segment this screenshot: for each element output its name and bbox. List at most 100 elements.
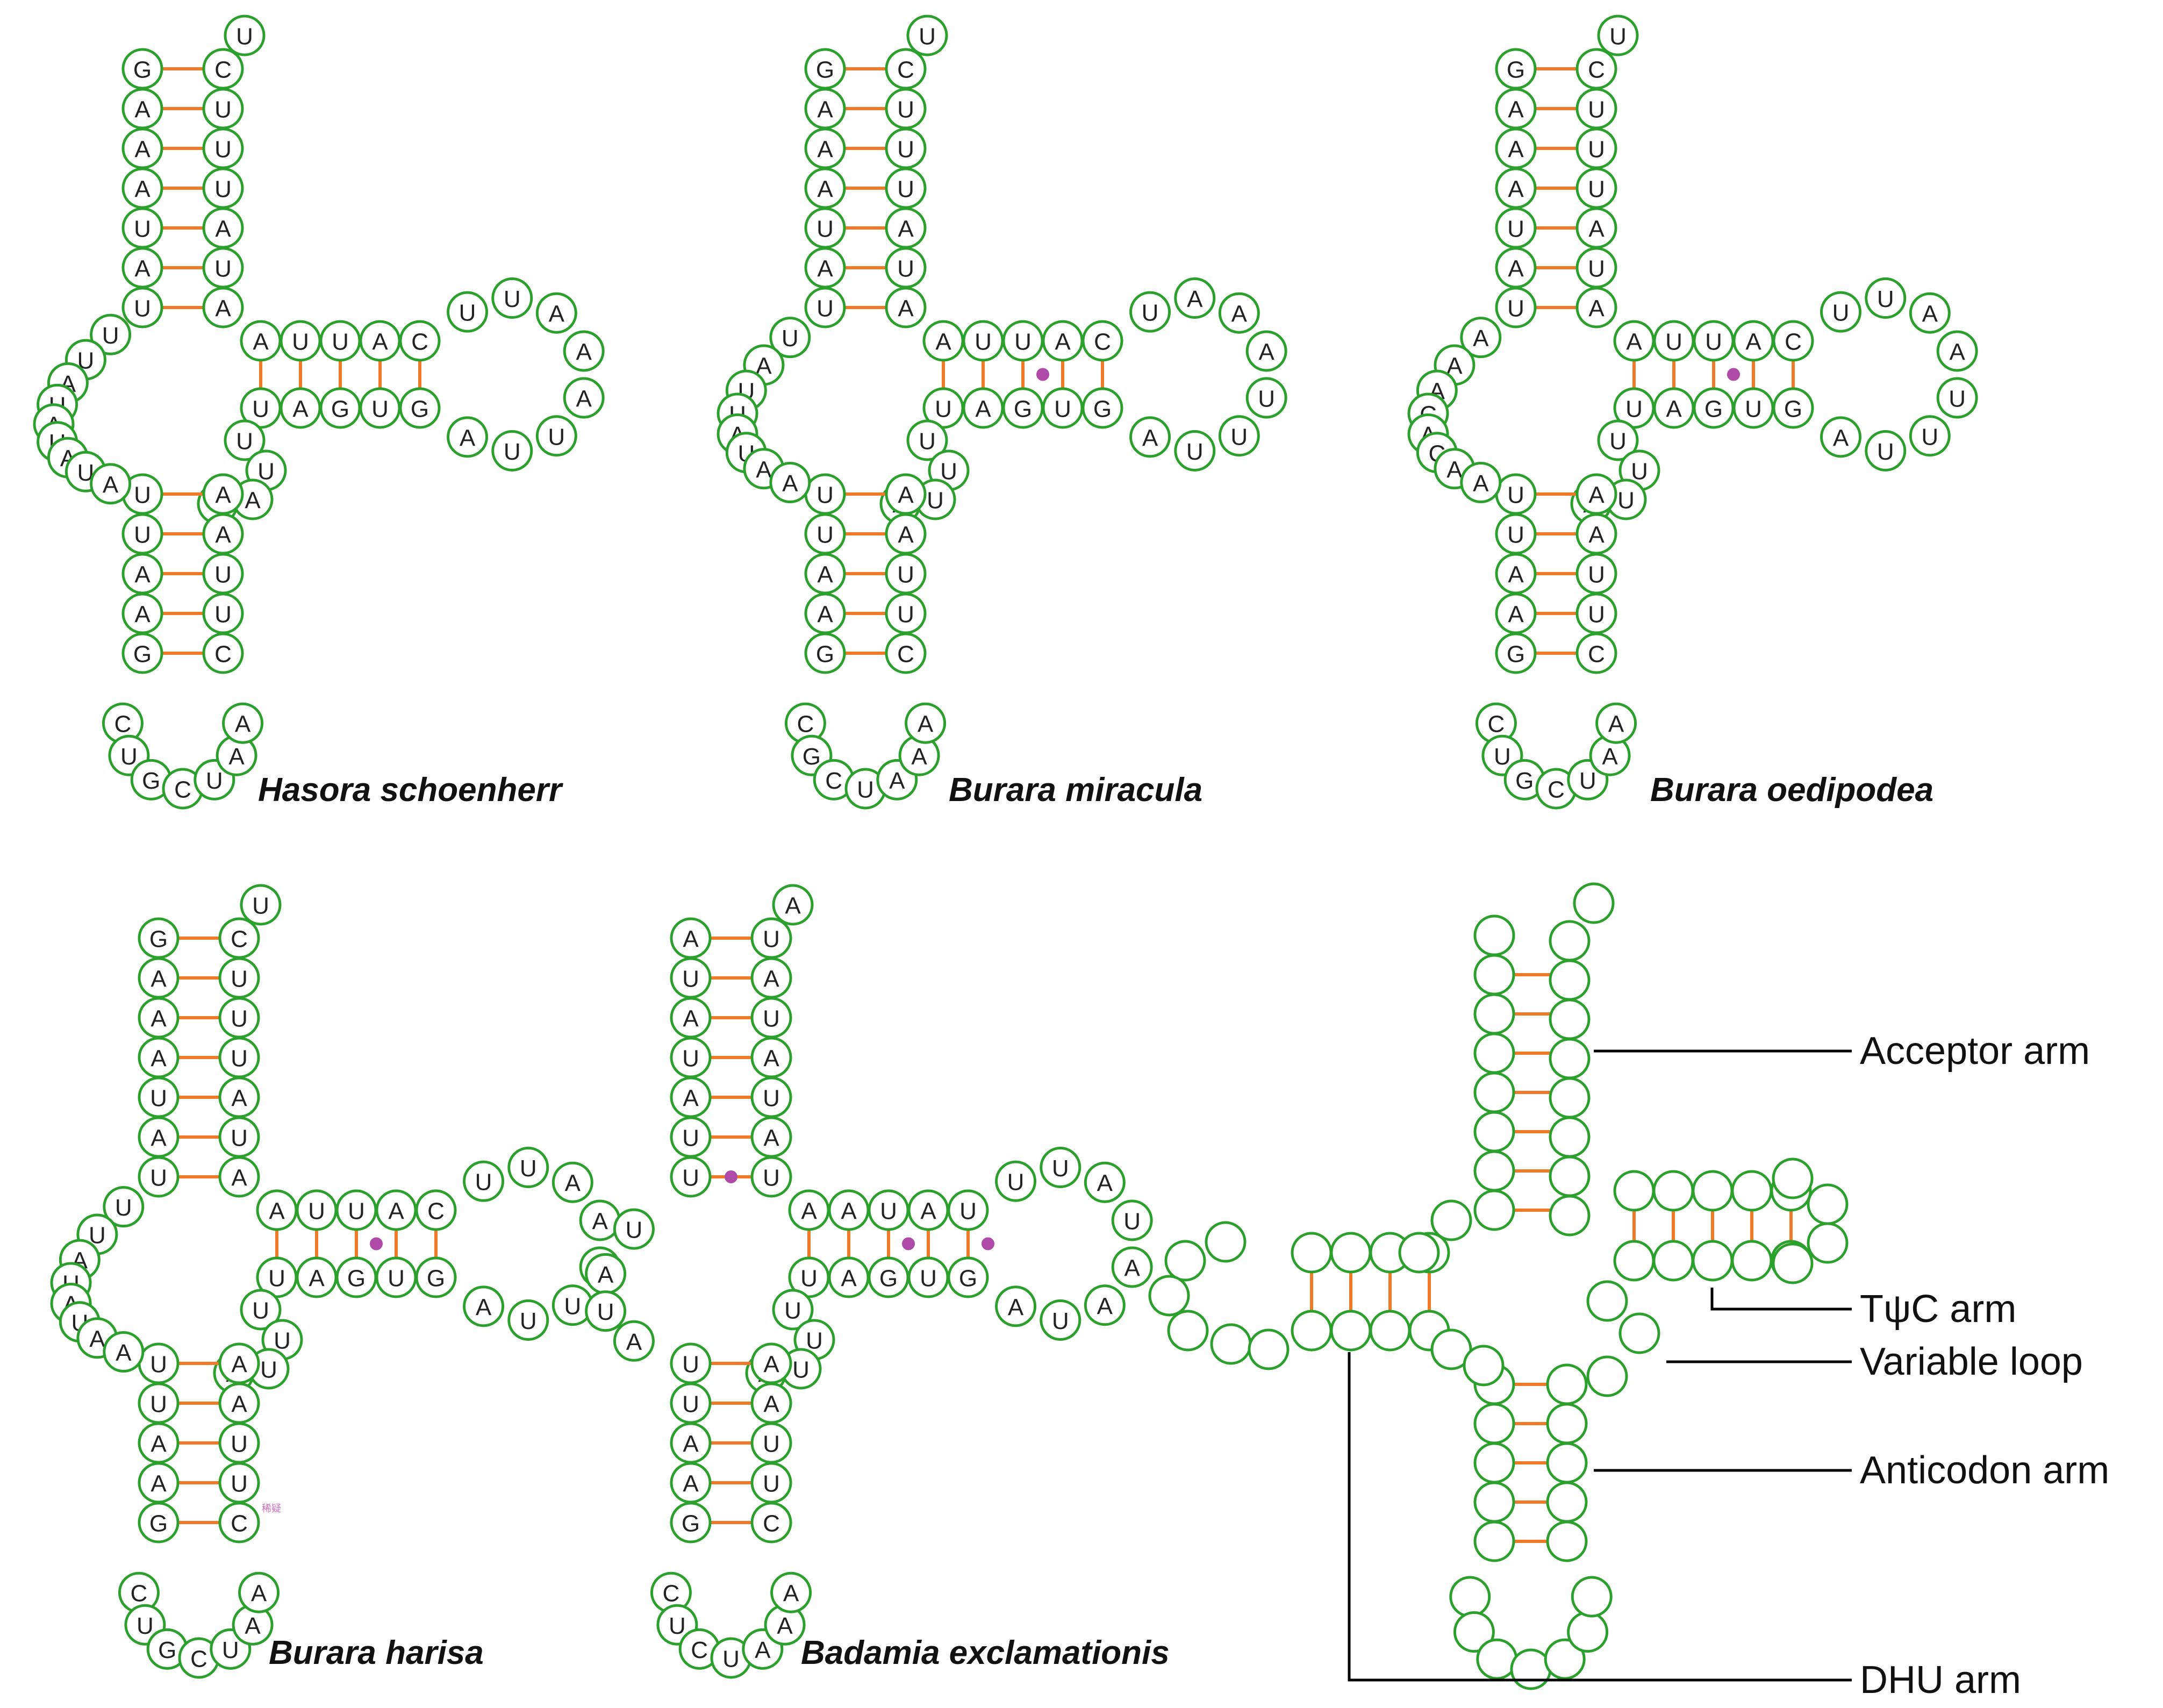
nucleotide-circle <box>769 317 811 359</box>
tpsic-loop-nt: U <box>507 1147 549 1189</box>
acceptor-5-nt: A <box>804 88 846 130</box>
anticodon-5-nt: G <box>804 632 846 674</box>
callout-label-tpsic: TψC arm <box>1860 1288 2016 1331</box>
nucleotide-letter: U <box>1507 296 1524 322</box>
schematic-variable-loop-nt <box>1586 1280 1628 1322</box>
schematic-acceptor-5-nt <box>1473 954 1515 996</box>
nucleotide-letter: G <box>133 641 152 668</box>
tpsic-3-nt: U <box>375 1256 417 1298</box>
dhu-region-nt: A <box>1460 317 1502 359</box>
nucleotide-circle <box>1473 914 1515 956</box>
anticodon-5-nt: A <box>138 1462 180 1504</box>
nucleotide-letter: C <box>411 329 428 355</box>
callout-label-acceptor: Acceptor arm <box>1860 1030 2090 1073</box>
nucleotide-letter: A <box>215 296 231 322</box>
nucleotide-letter: A <box>841 1198 857 1225</box>
tpsic-3-nt: A <box>828 1256 870 1298</box>
nucleotide-circle <box>1205 1221 1247 1263</box>
anticodon-loop-nt: C <box>102 702 144 744</box>
anticodon-3-nt: A <box>1575 513 1617 555</box>
tpsic-loop-nt: U <box>1820 291 1862 333</box>
anticodon-5-nt: U <box>1495 513 1537 555</box>
nucleotide-letter: U <box>763 1471 780 1497</box>
tpsic-3-nt: G <box>1693 387 1735 429</box>
acceptor-3-nt: U <box>1575 167 1617 209</box>
nucleotide-circle <box>1595 702 1637 744</box>
nucleotide-letter: U <box>231 1006 248 1032</box>
nucleotide-letter: U <box>897 176 914 203</box>
schematic-anticodon-loop-nt <box>1476 1638 1518 1680</box>
nucleotide-letter: U <box>857 777 874 803</box>
nucleotide-letter: U <box>520 1308 537 1334</box>
acceptor-3-nt: U <box>885 127 927 169</box>
nucleotide-letter: A <box>231 1085 247 1112</box>
nucleotide-letter: U <box>348 1198 365 1225</box>
schematic-dhu-3-nt <box>1369 1310 1411 1352</box>
trna-panel-burara-harisa: GCAUAUAUUAAUUAUAUUAUGAUCGUUAAUUUAUUUAUAU… <box>50 884 621 1679</box>
nucleotide-letter: U <box>1258 386 1275 412</box>
nucleotide-circle <box>1549 1116 1591 1158</box>
nucleotide-circle <box>1473 1403 1515 1445</box>
nucleotide-circle <box>769 462 811 504</box>
nucleotide-letter: C <box>231 1511 248 1537</box>
tpsic-loop-nt: U <box>1218 415 1260 457</box>
nucleotide-circle <box>491 430 533 471</box>
nucleotide-letter: A <box>683 1471 699 1497</box>
schematic-dhu-loop-nt <box>1167 1310 1209 1352</box>
nucleotide-letter: U <box>763 1431 780 1457</box>
nucleotide-letter: U <box>1579 768 1596 794</box>
nucleotide-circle <box>1575 287 1617 328</box>
acceptor-3-nt: U <box>885 167 927 209</box>
nucleotide-circle <box>1549 998 1591 1040</box>
nucleotide-letter: U <box>1617 488 1635 514</box>
dhu-region-nt: U <box>65 451 106 492</box>
nucleotide-circle <box>1807 1222 1849 1264</box>
nucleotide-letter: U <box>817 296 834 322</box>
tpsic-loop-nt: U <box>1865 277 1907 319</box>
nucleotide-letter: A <box>592 1208 608 1234</box>
nucleotide-circle <box>1473 1071 1515 1113</box>
nucleotide-letter: A <box>1258 339 1274 365</box>
nucleotide-letter: U <box>308 1198 325 1225</box>
nucleotide-circle <box>1129 291 1171 333</box>
nucleotide-circle <box>1597 419 1639 461</box>
nucleotide-letter: G <box>149 1511 168 1537</box>
nucleotide-letter: U <box>102 323 119 349</box>
tpsic-loop-nt: U <box>463 1160 505 1202</box>
variable-loop-nt: U <box>1597 419 1639 461</box>
anticodon-3-nt: U <box>750 1422 792 1464</box>
anticodon-3-nt: A <box>885 513 927 555</box>
schematic-dhu-5-nt <box>1330 1232 1372 1274</box>
nucleotide-circle <box>1248 1328 1290 1370</box>
schematic-dhu-3-nt <box>1291 1310 1333 1352</box>
schematic-tpsic-loop-nt <box>1807 1183 1849 1225</box>
tpsic-loop-nt: A <box>579 1199 621 1241</box>
nucleotide-letter: U <box>231 1125 248 1152</box>
nucleotide-letter: A <box>763 1046 779 1072</box>
nucleotide-circle <box>1111 1199 1153 1241</box>
nucleotide-letter: A <box>1097 1293 1113 1319</box>
nucleotide-letter: A <box>1187 286 1203 312</box>
callout-label-dhu: DHU arm <box>1860 1659 2021 1702</box>
tpsic-5-nt: A <box>1613 320 1655 362</box>
anticodon-5-nt: U <box>121 513 163 555</box>
nucleotide-circle <box>1546 1481 1588 1523</box>
tpsic-3-nt: G <box>399 387 441 429</box>
nucleotide-letter: A <box>817 562 833 588</box>
anticodon-5-nt: U <box>138 1342 180 1384</box>
nucleotide-letter: U <box>1230 424 1248 450</box>
nucleotide-circle <box>1807 1183 1849 1225</box>
nucleotide-letter: C <box>763 1511 780 1537</box>
nucleotide-letter: G <box>411 396 429 423</box>
dhu-region-nt: U <box>613 1208 655 1250</box>
nucleotide-letter: U <box>292 329 309 355</box>
nucleotide-circle <box>224 15 266 56</box>
nucleotide-circle <box>1148 1275 1190 1317</box>
nucleotide-letter: U <box>214 137 232 163</box>
nucleotide-letter: U <box>214 562 232 588</box>
nucleotide-circle <box>1495 287 1537 328</box>
dhu-region-nt: A <box>1460 462 1502 504</box>
nucleotide-letter: A <box>231 1391 247 1418</box>
nucleotide-letter: U <box>897 97 914 123</box>
acceptor-3-nt: U <box>218 997 260 1039</box>
